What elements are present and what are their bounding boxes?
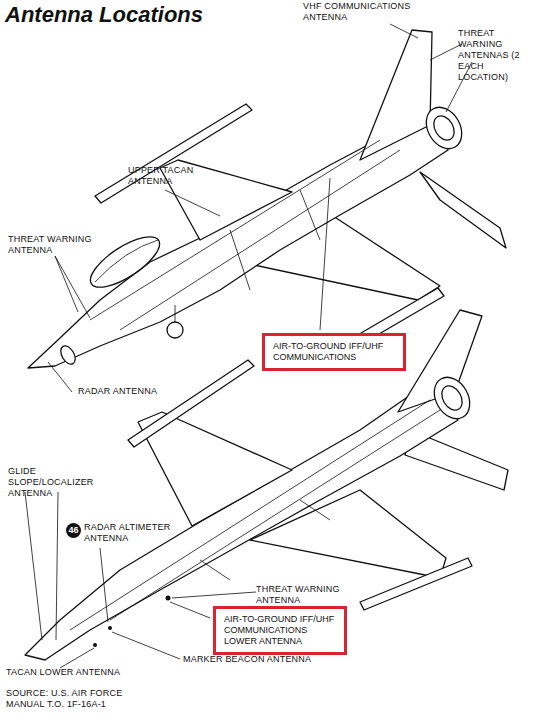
antenna-label: RADAR ANTENNA (78, 386, 198, 397)
callout-number: 46 (66, 523, 81, 538)
antenna-label: AIR-TO-GROUND IFF/UHF COMMUNICATIONS (273, 341, 395, 363)
highlight-box: AIR-TO-GROUND IFF/UHF COMMUNICATIONS (262, 333, 406, 371)
antenna-label: GLIDE SLOPE/LOCALIZER ANTENNA (8, 466, 118, 499)
antenna-label: THREAT WARNING ANTENNA (8, 234, 98, 256)
antenna-label: THREAT WARNING ANTENNAS (2 EACH LOCATION… (458, 28, 530, 83)
antenna-label: VHF COMMUNICATIONS ANTENNA (303, 1, 443, 23)
upper-view-aircraft (28, 30, 506, 368)
antenna-label: TACAN LOWER ANTENNA (6, 667, 166, 678)
highlight-box: AIR-TO-GROUND IFF/UHF COMMUNICATIONS LOW… (213, 606, 347, 655)
diagram-title: Antenna Locations (5, 2, 203, 28)
antenna-label: RADAR ALTIMETER ANTENNA (84, 522, 194, 544)
leader-lines (25, 24, 472, 668)
antenna-label: MARKER BEACON ANTENNA (183, 654, 363, 665)
antenna-label: AIR-TO-GROUND IFF/UHF COMMUNICATIONS LOW… (224, 614, 336, 647)
source-caption: SOURCE: U.S. AIR FORCE MANUAL T.O. 1F-16… (6, 688, 156, 710)
antenna-label: THREAT WARNING ANTENNA (256, 584, 386, 606)
lower-view-aircraft (25, 310, 508, 660)
antenna-label: UPPER TACAN ANTENNA (128, 165, 208, 187)
